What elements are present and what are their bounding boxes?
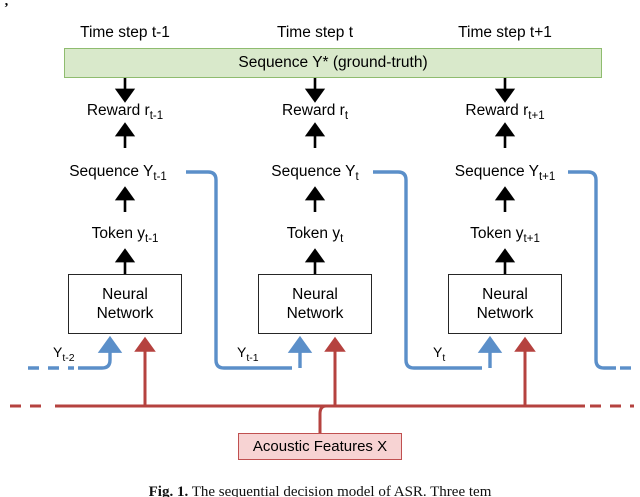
reward-label-3: Reward rt+1	[465, 102, 545, 123]
time-step-label-1: Time step t-1	[80, 24, 170, 41]
acoustic-features-box: Acoustic Features X	[238, 433, 402, 460]
acoustic-features-label: Acoustic Features X	[252, 438, 388, 455]
neural-network-box-2: Neural Network	[258, 274, 372, 334]
time-step-label-3: Time step t+1	[458, 24, 552, 41]
prev-sequence-tag-3: Yt	[432, 344, 447, 364]
neural-network-line-2: Network	[476, 305, 534, 322]
sequence-label-2: Sequence Yt	[271, 163, 359, 184]
ground-truth-sequence-box: Sequence Y* (ground-truth)	[64, 48, 602, 78]
reward-label-1: Reward rt-1	[86, 102, 164, 123]
sequence-label-1: Sequence Yt-1	[69, 163, 167, 184]
neural-network-box-1: Neural Network	[68, 274, 182, 334]
neural-network-line-1: Neural	[482, 286, 528, 303]
prev-sequence-tag-1: Yt-2	[52, 344, 76, 364]
stray-apostrophe-mark: ’	[4, 1, 9, 16]
token-label-3: Token yt+1	[470, 225, 540, 246]
neural-network-line-1: Neural	[292, 286, 338, 303]
acoustic-feed-red	[10, 336, 634, 434]
sequence-label-3: Sequence Yt+1	[454, 163, 556, 184]
time-step-label-2: Time step t	[276, 24, 354, 41]
figure-caption-text: The sequential decision model of ASR. Th…	[191, 484, 492, 497]
prev-sequence-tag-2: Yt-1	[236, 344, 260, 364]
figure-caption-label: Fig. 1.	[148, 484, 189, 497]
neural-network-line-2: Network	[96, 305, 154, 322]
token-label-1: Token yt-1	[91, 225, 159, 246]
token-label-2: Token yt	[286, 225, 344, 246]
figure-caption: Fig. 1. The sequential decision model of…	[0, 484, 640, 497]
neural-network-box-3: Neural Network	[448, 274, 562, 334]
neural-network-line-1: Neural	[102, 286, 148, 303]
sequence-feedback-blue	[28, 170, 636, 370]
reward-label-2: Reward rt	[281, 102, 349, 123]
neural-network-line-2: Network	[286, 305, 344, 322]
ground-truth-label: Sequence Y* (ground-truth)	[238, 54, 428, 71]
